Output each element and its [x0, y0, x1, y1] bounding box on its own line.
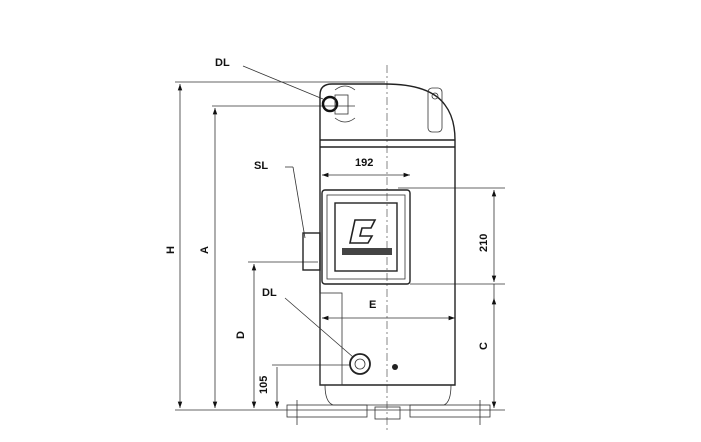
label-dl-top: DL — [215, 57, 230, 69]
suction-fitting — [302, 232, 321, 271]
discharge-fitting-bottom — [349, 353, 398, 375]
compressor-body — [319, 83, 456, 406]
dim-h: H — [165, 246, 177, 254]
discharge-fitting-top — [321, 85, 356, 123]
leader-lines — [242, 65, 354, 358]
label-sl: SL — [254, 160, 268, 172]
copeland-logo-icon — [349, 219, 377, 244]
lifting-lug — [427, 87, 443, 133]
dim-e: E — [369, 299, 376, 311]
dim-d: D — [235, 331, 247, 339]
copeland-logo-text — [342, 248, 392, 255]
reference-lines — [175, 81, 505, 411]
label-dl-bottom: DL — [262, 287, 277, 299]
dim-a: A — [199, 246, 211, 254]
mounting-feet — [286, 400, 491, 425]
terminal-box — [321, 189, 411, 285]
dimension-lines — [177, 84, 497, 408]
dim-192: 192 — [355, 157, 373, 169]
dim-105: 105 — [258, 376, 270, 394]
dim-c: C — [478, 342, 490, 350]
dim-210: 210 — [478, 234, 490, 252]
